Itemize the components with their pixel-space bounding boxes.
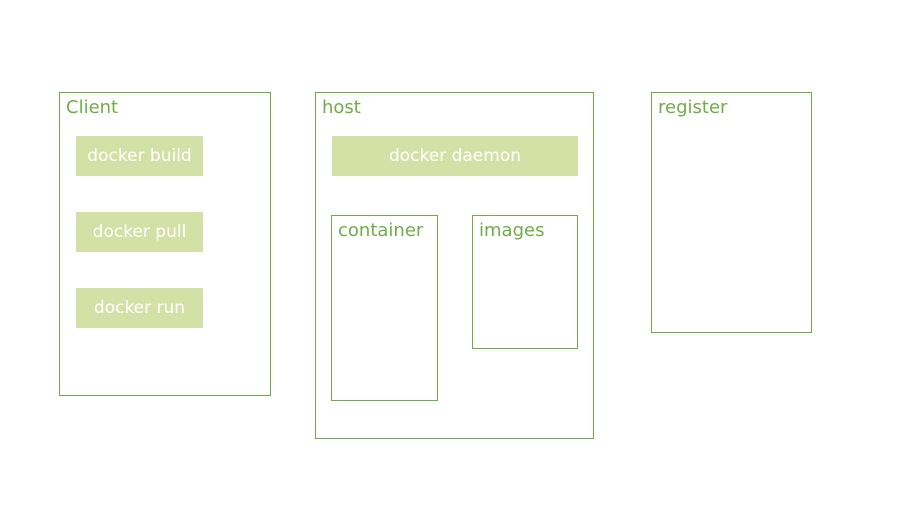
register-box: register	[651, 92, 812, 333]
host-box: host docker daemon container images	[315, 92, 594, 439]
container-box: container	[331, 215, 438, 401]
images-title: images	[479, 220, 545, 241]
client-box: Client docker build docker pull docker r…	[59, 92, 271, 396]
register-title: register	[658, 97, 728, 118]
host-title: host	[322, 97, 361, 118]
images-box: images	[472, 215, 578, 349]
docker-build-command: docker build	[76, 136, 203, 176]
client-title: Client	[66, 97, 119, 118]
docker-run-command: docker run	[76, 288, 203, 328]
container-title: container	[338, 220, 424, 241]
docker-daemon-block: docker daemon	[332, 136, 578, 176]
docker-pull-command: docker pull	[76, 212, 203, 252]
